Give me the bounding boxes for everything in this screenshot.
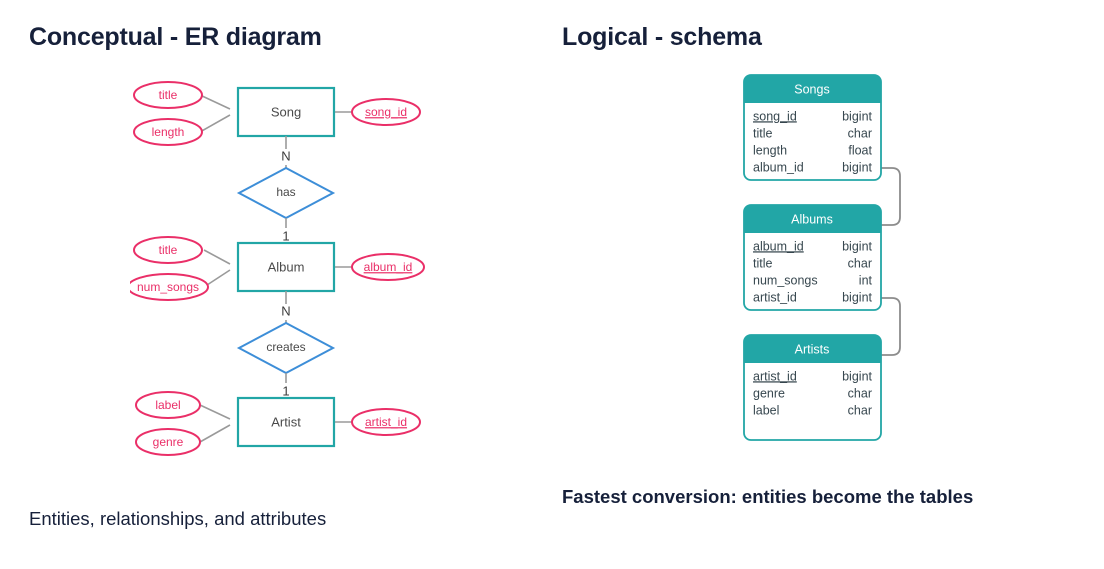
cardinality-has-album: 1 <box>282 228 289 243</box>
connector-label-artist <box>199 404 231 420</box>
schema-table-songs: Songs song_id bigint title char length f… <box>743 74 882 181</box>
table-header-artists <box>744 335 881 363</box>
attribute-label-song-id: song_id <box>365 105 407 119</box>
logical-panel-title: Logical - schema <box>562 23 762 51</box>
relationship-label-creates: creates <box>266 340 305 354</box>
connector-title-song <box>199 94 231 110</box>
table-cell-type: bigint <box>842 109 872 123</box>
table-cell-type: bigint <box>842 290 872 304</box>
table-cell-field: genre <box>753 386 785 400</box>
relationship-label-has: has <box>276 185 295 199</box>
connector-numsongs-album <box>203 269 231 288</box>
attribute-ellipse-genre <box>135 428 201 456</box>
link-albums-artists <box>881 297 901 356</box>
schema-table-artists: Artists artist_id bigint genre char labe… <box>743 334 882 441</box>
entity-label-song: Song <box>271 104 301 119</box>
er-relationship-creates: N creates 1 <box>236 291 336 413</box>
attribute-ellipse-length <box>133 118 203 146</box>
table-cell-type: float <box>848 143 872 157</box>
table-cell-field: album_id <box>753 160 804 174</box>
table-title-albums: Albums <box>791 212 833 226</box>
attribute-label-artist-id: artist_id <box>365 415 407 429</box>
er-diagram: Song title length song_id N has 1 Al <box>130 81 425 456</box>
attribute-ellipse-album-title <box>133 236 203 264</box>
attribute-label-title: title <box>159 88 178 102</box>
table-cell-field: title <box>753 126 773 140</box>
table-cell-type: bigint <box>842 369 872 383</box>
table-cell-type: char <box>848 256 872 270</box>
entity-label-album: Album <box>268 259 305 274</box>
attribute-label-length: length <box>152 125 185 139</box>
attribute-ellipse-label <box>135 391 201 419</box>
table-cell-field: artist_id <box>753 369 797 383</box>
table-title-artists: Artists <box>795 342 830 356</box>
attribute-ellipse-album-id <box>351 253 425 281</box>
table-cell-field: num_songs <box>753 273 818 287</box>
table-cell-field: artist_id <box>753 290 797 304</box>
table-title-songs: Songs <box>794 82 829 96</box>
attribute-label-album-title: title <box>159 243 178 257</box>
table-cell-type: bigint <box>842 239 872 253</box>
conceptual-caption: Entities, relationships, and attributes <box>29 508 327 529</box>
table-cell-type: int <box>859 273 873 287</box>
connector-title-album <box>203 249 231 265</box>
table-cell-field: length <box>753 143 787 157</box>
attribute-label-num-songs: num_songs <box>137 280 199 294</box>
er-entity-artist: Artist label genre artist_id <box>135 391 421 456</box>
table-cell-type: bigint <box>842 160 872 174</box>
table-cell-type: char <box>848 126 872 140</box>
logical-schema-diagram: Songs song_id bigint title char length f… <box>743 74 901 441</box>
logical-caption: Fastest conversion: entities become the … <box>562 486 974 507</box>
entity-box-artist <box>236 396 336 448</box>
table-cell-type: char <box>848 403 872 417</box>
cardinality-song-has: N <box>281 148 290 163</box>
table-header-albums <box>744 205 881 233</box>
attribute-ellipse-artist-id <box>351 408 421 436</box>
er-entity-song: Song title length song_id <box>133 81 421 146</box>
table-cell-field: title <box>753 256 773 270</box>
er-entity-album: Album title num_songs album_id <box>130 236 425 301</box>
entity-label-artist: Artist <box>271 414 301 429</box>
link-songs-albums <box>881 167 901 226</box>
table-cell-type: char <box>848 386 872 400</box>
attribute-ellipse-song-id <box>351 98 421 126</box>
connector-length-song <box>199 114 231 133</box>
attribute-ellipse-title <box>133 81 203 109</box>
table-cell-field: label <box>753 403 779 417</box>
table-header-songs <box>744 75 881 103</box>
attribute-ellipse-num-songs <box>130 273 209 301</box>
schema-table-albums: Albums album_id bigint title char num_so… <box>743 204 882 311</box>
attribute-label-genre: genre <box>153 435 184 449</box>
er-relationship-has: N has 1 <box>236 136 336 258</box>
table-cell-field: song_id <box>753 109 797 123</box>
attribute-label-album-id: album_id <box>364 260 413 274</box>
cardinality-album-creates: N <box>281 303 290 318</box>
entity-box-album <box>236 241 336 293</box>
cardinality-creates-artist: 1 <box>282 383 289 398</box>
connector-genre-artist <box>199 424 231 443</box>
table-cell-field: album_id <box>753 239 804 253</box>
conceptual-panel-title: Conceptual - ER diagram <box>29 23 322 51</box>
attribute-label-label: label <box>155 398 180 412</box>
